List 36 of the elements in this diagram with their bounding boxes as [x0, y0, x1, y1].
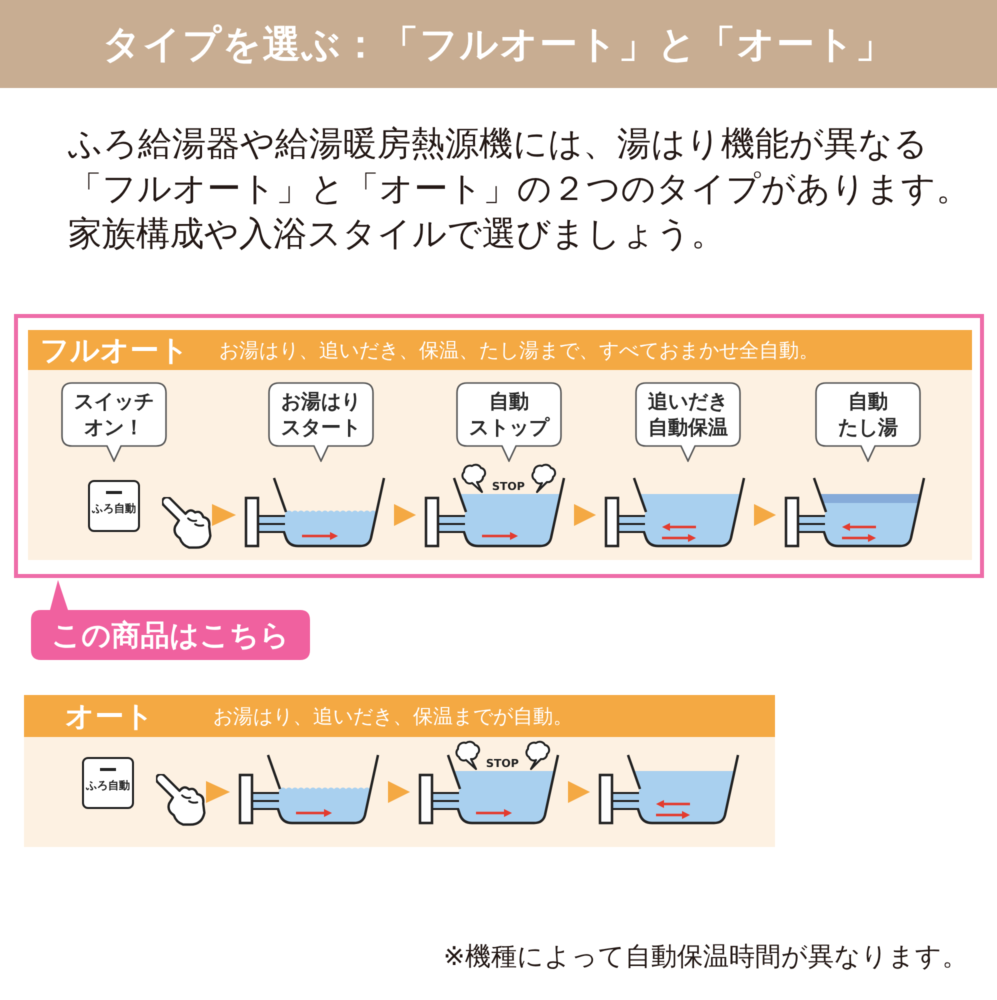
footnote: ※機種によって自動保温時間が異なります。: [443, 941, 968, 974]
chevron-arrow: [574, 504, 596, 526]
bubble-text: スイッチオン！: [74, 388, 154, 440]
speech-bubble: [456, 382, 562, 462]
remote-button: [82, 757, 134, 809]
speech-bubble: [268, 382, 374, 462]
chevron-arrow: [568, 781, 590, 803]
chevron-arrow: [388, 781, 410, 803]
speech-bubble: [61, 382, 167, 462]
bubble-text: 自動たし湯: [838, 388, 898, 440]
speech-bubble: [815, 382, 921, 462]
chevron-arrow: [212, 504, 236, 526]
hand-pointer-icon: [162, 497, 212, 549]
chevron-arrow: [206, 781, 230, 803]
chevron-arrow: [754, 504, 776, 526]
highlight-frame: [14, 314, 984, 578]
remote-label: ふろ自動: [92, 502, 136, 515]
stop-text: STOP: [486, 758, 519, 770]
bubble-text: 自動ストップ: [469, 388, 549, 440]
speech-bubble: [635, 382, 741, 462]
chevron-arrow: [394, 504, 416, 526]
remote-label: ふろ自動: [86, 779, 130, 792]
callout-tag: [31, 580, 310, 660]
remote-button: [88, 480, 140, 532]
stop-text: STOP: [492, 481, 525, 493]
mode-panel: [24, 695, 775, 847]
callout-text: この商品はこちら: [52, 617, 290, 653]
panel-description: お湯はり、追いだき、保温、たし湯まで、すべておまかせ全自動。: [219, 337, 819, 363]
panel-title: フルオート: [40, 333, 189, 367]
panel-description: お湯はり、追いだき、保温までが自動。: [213, 703, 573, 729]
bubble-text: お湯はりスタート: [281, 388, 361, 440]
panel-title: オート: [65, 699, 154, 733]
page-title: タイプを選ぶ：「フルオート」と「オート」: [102, 21, 894, 67]
bubble-text: 追いだき自動保温: [648, 388, 728, 440]
hand-pointer-icon: [156, 774, 206, 826]
intro-text: ふろ給湯器や給湯暖房熱源機には、湯はり機能が異なる「フルオート」と「オート」の２つのタイプがあります。家族構成や入浴スタイルで選びましょう。: [68, 123, 971, 256]
